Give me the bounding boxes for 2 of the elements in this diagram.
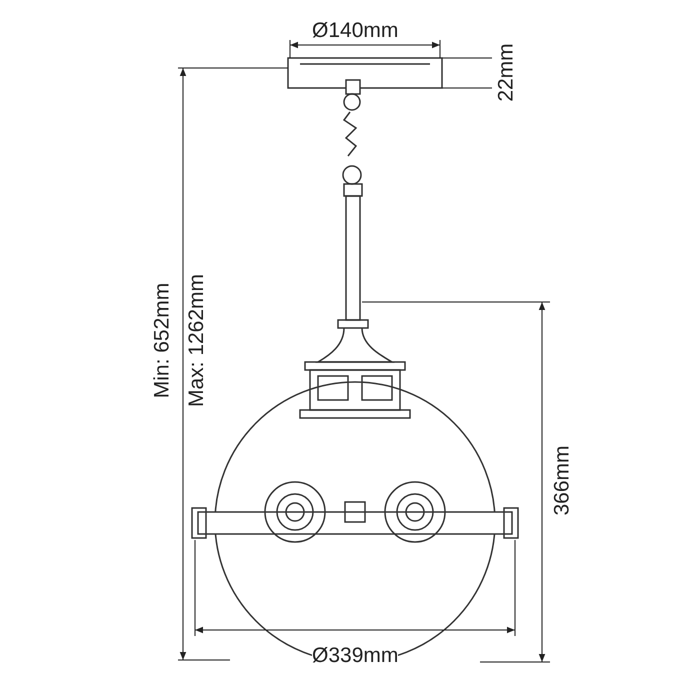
dimension-label: Ø339mm bbox=[312, 644, 398, 666]
dimension-label: Ø140mm bbox=[312, 20, 398, 40]
